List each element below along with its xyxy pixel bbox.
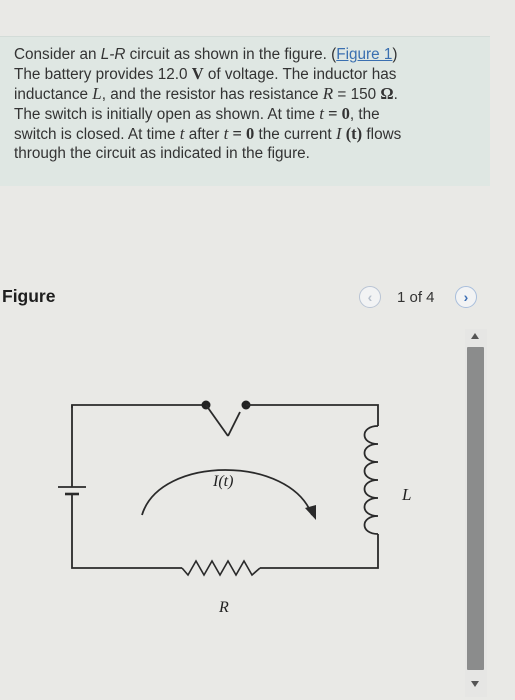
ohm-symbol: Ω bbox=[380, 84, 394, 103]
text-segment: ) bbox=[392, 46, 398, 63]
wire-top-left bbox=[71, 404, 206, 408]
resistor-label: R bbox=[218, 599, 229, 616]
scroll-up-arrow-icon[interactable] bbox=[471, 333, 479, 339]
text-segment: after bbox=[184, 126, 224, 143]
figure-link[interactable]: Figure 1 bbox=[336, 46, 393, 63]
switch-arm bbox=[227, 411, 241, 437]
voltage-unit: V bbox=[191, 64, 204, 83]
wire-right-lower bbox=[260, 534, 379, 569]
inductor-coil bbox=[363, 425, 379, 535]
prev-figure-button[interactable]: ‹ bbox=[359, 286, 381, 308]
circuit-type: L-R bbox=[100, 46, 126, 63]
text-segment: , the bbox=[349, 106, 380, 123]
text-segment: Consider an bbox=[14, 46, 101, 63]
current-symbol: I bbox=[335, 124, 342, 143]
wire-top-right bbox=[246, 404, 379, 426]
chevron-right-icon: › bbox=[463, 289, 469, 305]
next-figure-button[interactable]: › bbox=[455, 286, 477, 308]
problem-text: Consider an L-R circuit as shown in the … bbox=[14, 45, 480, 163]
time-symbol: t bbox=[319, 104, 324, 123]
figure-title: Figure bbox=[2, 286, 56, 306]
problem-statement: Consider an L-R circuit as shown in the … bbox=[0, 36, 490, 186]
text-segment: the current bbox=[254, 126, 336, 143]
current-label: I(t) bbox=[212, 473, 233, 490]
resistor bbox=[181, 559, 261, 577]
text-segment: circuit as shown in the figure. ( bbox=[125, 46, 337, 63]
text-segment: The switch is initially open as shown. A… bbox=[14, 106, 320, 123]
text-segment: . bbox=[393, 86, 398, 103]
current-arrow-arc bbox=[141, 469, 313, 516]
text-segment: switch is closed. At time bbox=[14, 126, 180, 143]
text-segment: The battery provides 12.0 bbox=[14, 66, 192, 83]
arrow-head-icon bbox=[305, 505, 316, 520]
text-segment: of voltage. The inductor has bbox=[203, 66, 397, 83]
inductance-symbol: L bbox=[92, 84, 102, 103]
text-segment: through the circuit as indicated in the … bbox=[14, 145, 310, 162]
resistance-symbol: R bbox=[322, 84, 334, 103]
scroll-thumb[interactable] bbox=[467, 347, 484, 670]
page-indicator: 1 of 4 bbox=[397, 289, 435, 306]
time-zero: = 0 bbox=[228, 124, 255, 143]
figure-scrollbar[interactable] bbox=[465, 329, 487, 697]
wire-left-lower bbox=[71, 494, 182, 569]
inductor-label: L bbox=[401, 485, 411, 504]
text-segment: inductance bbox=[14, 86, 93, 103]
time-symbol: t bbox=[179, 124, 185, 143]
resistance-value: = 150 bbox=[333, 86, 381, 103]
time-symbol: t bbox=[223, 124, 229, 143]
text-segment: , and the resistor has resistance bbox=[101, 86, 323, 103]
switch-blade bbox=[205, 404, 229, 437]
scroll-down-arrow-icon[interactable] bbox=[471, 681, 479, 687]
figure-header: Figure ‹ 1 of 4 › bbox=[0, 282, 490, 312]
current-argument: (t) bbox=[341, 124, 363, 143]
time-zero: = 0 bbox=[323, 104, 350, 123]
chevron-left-icon: ‹ bbox=[367, 289, 373, 305]
text-segment: flows bbox=[362, 126, 402, 143]
